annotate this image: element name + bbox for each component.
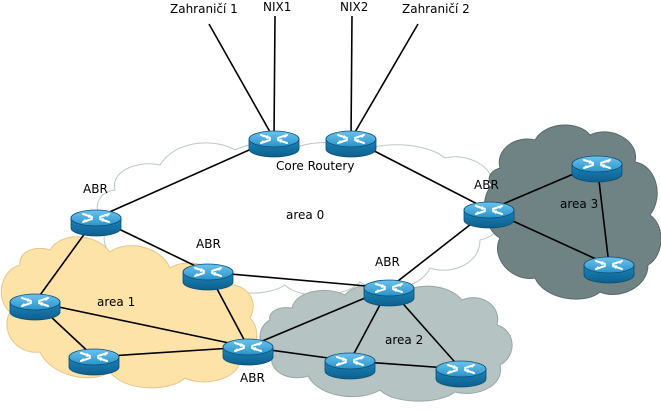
router-icon-abr_mid xyxy=(182,263,234,291)
router-icon-abr_bottom xyxy=(222,338,274,366)
router-icon-abr_right_mid xyxy=(363,279,415,307)
router-icon-a3_r1 xyxy=(571,155,623,183)
link-a1_r2-abr_bottom xyxy=(93,346,249,358)
link-core1-zahranici1 xyxy=(208,23,275,140)
router-icon-a2_r2 xyxy=(435,360,487,388)
zahranici2-label: Zahraničí 2 xyxy=(402,2,470,16)
router-icon-a3_r2 xyxy=(583,256,635,284)
abr-label-left: ABR xyxy=(83,182,108,196)
zahranici1-label: Zahraničí 1 xyxy=(170,2,238,16)
link-core2-nix2 xyxy=(350,15,353,140)
nix2-label: NIX2 xyxy=(340,0,368,14)
router-icon-a1_r2 xyxy=(68,348,120,376)
abr-label-bottom: ABR xyxy=(240,371,265,385)
router-icon-core2 xyxy=(325,130,377,158)
area-3-label: area 3 xyxy=(560,197,598,211)
router-icon-a1_r1 xyxy=(9,293,61,321)
link-core2-zahranici2 xyxy=(350,23,419,140)
nix1-label: NIX1 xyxy=(263,0,291,14)
link-core1-nix1 xyxy=(273,15,276,140)
abr-label-mid: ABR xyxy=(196,237,221,251)
router-icon-abr_left xyxy=(70,209,122,237)
abr-label-right-mid: ABR xyxy=(375,255,400,269)
router-icon-core1 xyxy=(248,130,300,158)
area-2-label: area 2 xyxy=(385,333,423,347)
area-1-label: area 1 xyxy=(97,295,135,309)
router-icon-a2_r1 xyxy=(324,352,376,380)
link-a1_r1-abr_bottom xyxy=(34,301,249,348)
link-abr_mid-abr_right_mid xyxy=(207,271,390,289)
abr-label-right: ABR xyxy=(474,178,499,192)
area-0-label: area 0 xyxy=(286,208,324,222)
router-icon-abr_right xyxy=(463,201,515,229)
core-routery-label: Core Routery xyxy=(276,159,354,173)
link-core1-abr_left xyxy=(95,138,275,219)
